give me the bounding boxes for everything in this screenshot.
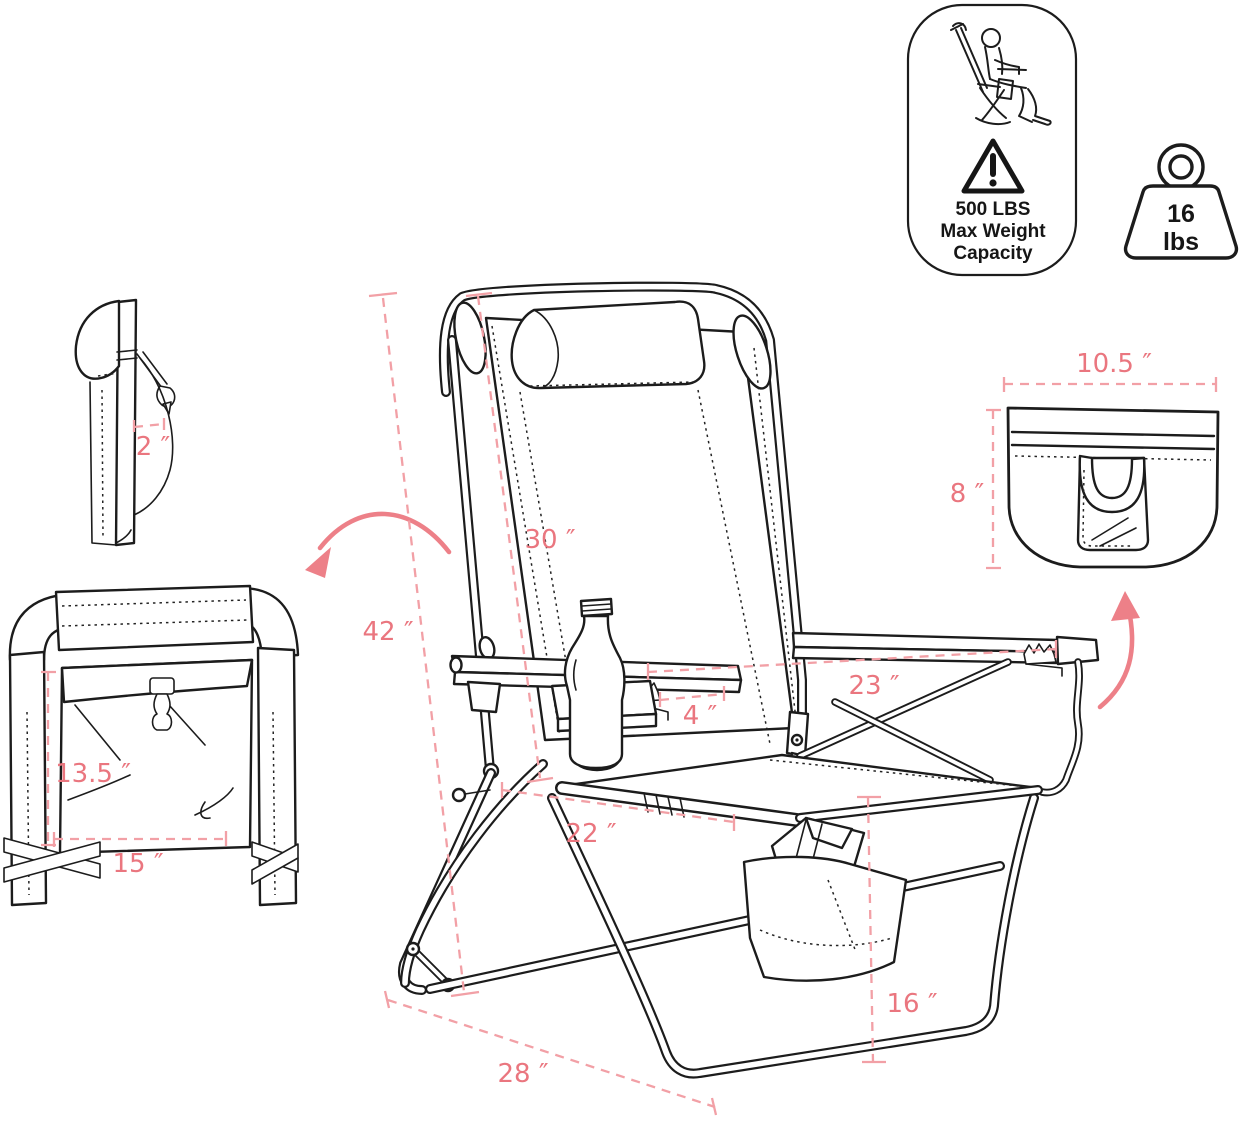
pouch-inner-pocket	[1076, 454, 1150, 552]
dim-seat-width: 22 ″	[500, 782, 736, 849]
seat-width-label: 22 ″	[565, 819, 616, 849]
dim-armrest-span: 23 ″	[646, 640, 1058, 701]
base-depth-label: 28 ″	[497, 1059, 548, 1089]
pocket-height-label: 13.5 ″	[55, 759, 131, 789]
seat-front-height-label: 16 ″	[886, 989, 937, 1019]
dim-overall-height: 42 ″	[362, 291, 480, 998]
armrest-pouch-detail	[1006, 406, 1220, 569]
headrest-side-detail	[74, 298, 176, 547]
seatback-pocket-detail	[3, 584, 300, 907]
right-armrest	[791, 631, 1100, 677]
dim-backrest-length: 30 ″	[465, 291, 576, 784]
headrest-thickness-label: 2 ″	[136, 432, 171, 462]
arrow-to-pouch-view	[1097, 603, 1135, 710]
pouch-height-label: 8 ″	[950, 479, 985, 509]
pouch-width-label: 10.5 ″	[1076, 349, 1152, 379]
frame-loop-right	[732, 314, 772, 390]
main-chair-illustration	[398, 281, 1100, 1079]
accessory-hook-right	[1023, 643, 1057, 665]
dim-pouch-width: 10.5 ″	[1002, 349, 1218, 392]
back-top-band	[54, 584, 255, 652]
weight-value: 16	[1167, 200, 1195, 228]
headrest-pillow-side	[74, 299, 121, 380]
pocket-width-label: 15 ″	[112, 849, 163, 879]
max-weight-capacity-badge: 500 LBS Max Weight Capacity	[906, 3, 1078, 277]
dim-seat-front-height: 16 ″	[857, 795, 938, 1064]
capacity-line2: Max Weight	[940, 221, 1046, 242]
dim-pouch-height: 8 ″	[950, 408, 1001, 570]
left-armrest-cupholder	[449, 597, 743, 803]
dim-pocket-width: 15 ″	[52, 831, 228, 879]
backrest-length-label: 30 ″	[524, 525, 575, 555]
dim-headrest-thickness: 2 ″	[132, 418, 171, 462]
arrow-to-back-view	[317, 511, 452, 555]
pocket-buckle	[149, 677, 175, 731]
weight-unit: lbs	[1163, 228, 1199, 256]
capacity-line1: 500 LBS	[956, 199, 1031, 220]
side-pouch-with-towel	[742, 816, 908, 982]
seated-person-icon	[950, 22, 1052, 126]
headrest-pillow	[510, 300, 706, 390]
water-bottle	[563, 597, 626, 770]
capacity-line3: Capacity	[953, 243, 1033, 264]
armrest-span-label: 23 ″	[848, 671, 899, 701]
detail-arrows	[305, 511, 1140, 710]
overall-height-label: 42 ″	[362, 617, 413, 647]
weight-kettlebell-icon	[1123, 143, 1239, 260]
warning-triangle-icon	[961, 138, 1025, 194]
dim-cupholder-offset: 4 ″	[658, 686, 726, 731]
dim-base-depth: 28 ″	[383, 990, 718, 1116]
item-weight-badge: 16 lbs	[1123, 143, 1239, 260]
cupholder-offset-label: 4 ″	[683, 701, 718, 731]
dimension-annotations: 42 ″ 30 ″ 2 ″ 13.5 ″ 15 ″ 10.5 ″	[41, 291, 1218, 1116]
